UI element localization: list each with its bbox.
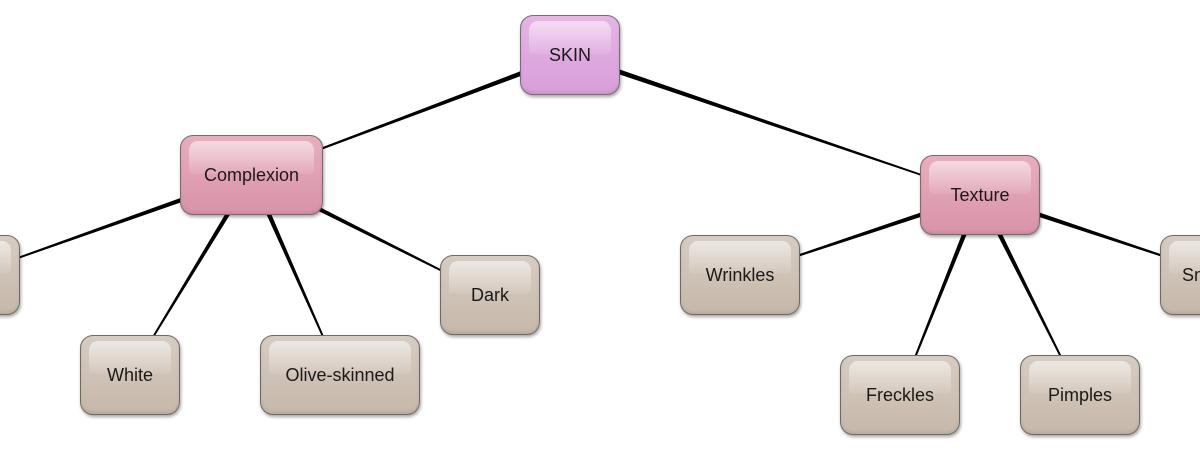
node-label: Olive-skinned	[285, 364, 395, 385]
connector-skin-texture	[569, 52, 981, 196]
connector-texture-freckles	[899, 194, 983, 396]
node-label: Freckles	[865, 384, 934, 405]
node-label: Complexion	[203, 164, 300, 185]
node-label: Dark	[470, 284, 509, 305]
connector-texture-pimples	[977, 193, 1081, 396]
node-texture[interactable]: Texture	[920, 155, 1040, 235]
connector-skin-complexion	[251, 52, 571, 176]
connector-complexion-white	[129, 173, 254, 376]
node-right-partial[interactable]: Sm	[1160, 235, 1200, 315]
connector-complexion-olive	[249, 173, 341, 376]
node-label: Sm	[1182, 264, 1200, 285]
node-label: White	[106, 364, 153, 385]
node-label: Texture	[950, 184, 1010, 205]
node-dark[interactable]: Dark	[440, 255, 540, 335]
node-skin[interactable]: SKIN	[520, 15, 620, 95]
node-complexion[interactable]: Complexion	[180, 135, 323, 215]
node-label: Wrinkles	[705, 264, 775, 285]
node-white[interactable]: White	[80, 335, 180, 415]
node-left-partial[interactable]	[0, 235, 20, 315]
node-olive-skinned[interactable]: Olive-skinned	[260, 335, 420, 415]
node-wrinkles[interactable]: Wrinkles	[680, 235, 800, 315]
node-pimples[interactable]: Pimples	[1020, 355, 1140, 435]
node-label: SKIN	[548, 44, 591, 65]
node-label: Pimples	[1047, 384, 1113, 405]
node-freckles[interactable]: Freckles	[840, 355, 960, 435]
